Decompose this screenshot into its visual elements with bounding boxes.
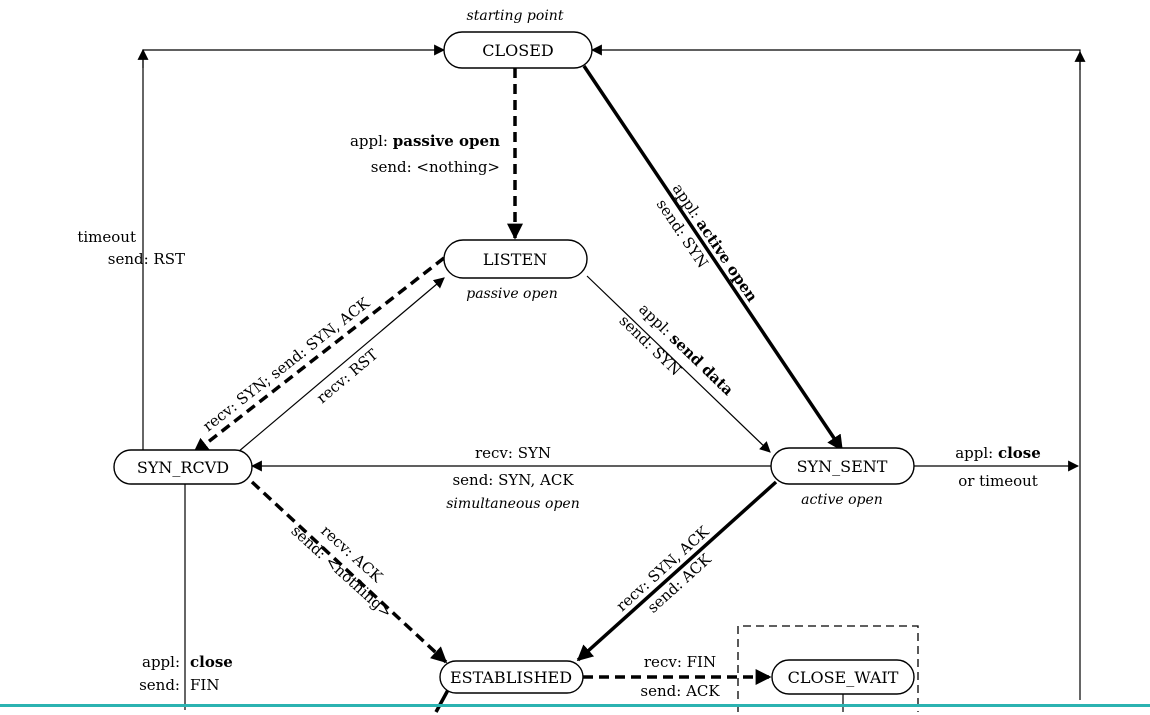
label-timeout-send: send: RST (108, 250, 185, 268)
label-syn-rcvd-close-fin: FIN (190, 676, 219, 694)
listen-to-syn-rcvd-edge (192, 256, 446, 455)
closed-to-syn-sent-edge (582, 65, 844, 452)
state-syn-sent-label: SYN_SENT (797, 457, 888, 476)
label-recv-ack: recv: ACK send: <nothing> (288, 522, 396, 622)
label-passive-open-appl: appl: passive open (350, 132, 500, 150)
state-syn-sent: SYN_SENT (770, 447, 915, 485)
state-listen: LISTEN (443, 239, 588, 279)
label-simultaneous-send: send: SYN, ACK (452, 471, 574, 489)
bottom-divider (0, 704, 1150, 707)
svg-text:recv: RST: recv: RST (313, 345, 382, 407)
label-recv-fin-send: send: ACK (640, 682, 720, 700)
note-passive-open: passive open (466, 286, 558, 302)
note-active-open: active open (801, 492, 883, 508)
label-close-timeout-line2: or timeout (958, 472, 1038, 490)
listen-to-syn-sent-edge (586, 275, 771, 453)
state-established: ESTABLISHED (439, 660, 584, 694)
label-syn-rcvd-close-send: send: (139, 676, 180, 694)
label-syn-rcvd-close-appl: appl: (142, 653, 180, 671)
state-syn-rcvd: SYN_RCVD (113, 449, 253, 485)
state-established-label: ESTABLISHED (450, 668, 572, 687)
syn-rcvd-to-listen-edge (237, 277, 445, 453)
right-return-edge (590, 44, 1081, 700)
label-close-timeout-appl: appl: close (955, 444, 1041, 462)
state-syn-rcvd-label: SYN_RCVD (137, 458, 229, 477)
syn-sent-to-established-edge (576, 480, 778, 662)
note-starting-point: starting point (467, 8, 564, 24)
state-close-wait-label: CLOSE_WAIT (788, 668, 899, 687)
state-close-wait: CLOSE_WAIT (771, 659, 915, 695)
label-syn-rcvd-close-bold: close (190, 653, 233, 671)
state-closed: CLOSED (443, 31, 593, 69)
state-listen-label: LISTEN (483, 250, 547, 269)
label-recv-fin: recv: FIN (644, 653, 716, 671)
label-send-data: appl: send data send: SYN (616, 300, 738, 399)
label-timeout: timeout (77, 228, 136, 246)
established-down-edge (434, 689, 450, 713)
syn-rcvd-to-established-edge (250, 480, 448, 664)
label-simultaneous-recv: recv: SYN (475, 444, 551, 462)
note-simultaneous-open: simultaneous open (446, 496, 579, 512)
label-passive-open-send: send: <nothing> (371, 158, 500, 176)
passive-close-group-box (737, 625, 919, 712)
label-recv-rst: recv: RST (313, 345, 382, 407)
state-closed-label: CLOSED (482, 41, 553, 60)
